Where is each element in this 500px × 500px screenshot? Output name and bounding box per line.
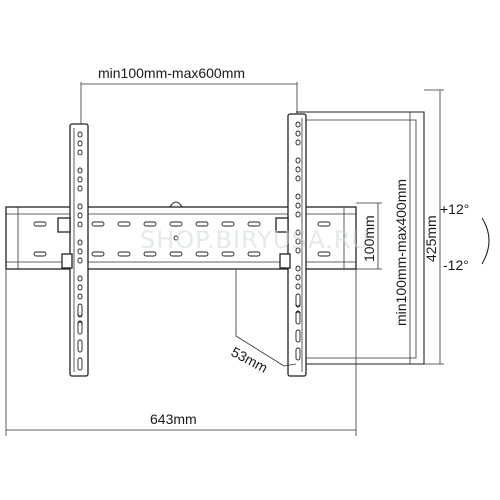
arm-hole (77, 293, 83, 300)
plate-slot (33, 221, 47, 227)
arm-hole (295, 229, 301, 236)
tv-outline (296, 111, 425, 365)
plate-slot (169, 251, 183, 257)
plate-slot (317, 251, 331, 257)
arm-slot (295, 293, 301, 307)
arm-hole (77, 212, 83, 219)
arm-hole (295, 202, 301, 209)
arm-hole (295, 193, 301, 200)
plate-slot (143, 251, 157, 257)
arm-hole (77, 185, 83, 192)
arm-hole (295, 211, 301, 218)
plate-height-label: 100mm (361, 215, 377, 262)
overall-height-label: 425mm (423, 215, 439, 262)
plate-slot (91, 251, 105, 257)
plate-slot (247, 221, 261, 227)
arm-slot (77, 303, 83, 317)
arm-hole (295, 274, 301, 281)
dim-depth: 53mm (229, 269, 297, 376)
tilt-arc-icon (481, 217, 490, 265)
arm-hole (77, 149, 83, 156)
arm-hole (77, 284, 83, 291)
plate-slot (221, 251, 235, 257)
arm-hole (295, 175, 301, 182)
plate-slot (117, 251, 131, 257)
tilt-up-label: +12° (440, 201, 469, 217)
plate-slot (195, 251, 209, 257)
overall-width-label: 643mm (150, 411, 197, 427)
dim-vesa-horizontal: min100mm-max600mm (80, 65, 298, 124)
arm-hole (77, 131, 83, 138)
arm-slot (295, 311, 301, 325)
center-screw-icon (173, 235, 179, 241)
vesa-vertical-label: min100mm-max400mm (393, 179, 409, 326)
arm-hole (295, 247, 301, 254)
arm-hole (77, 176, 83, 183)
arm-hole (295, 130, 301, 137)
left-arm-holes (77, 131, 83, 371)
plate-slot (143, 221, 157, 227)
arm-slot (295, 347, 301, 361)
arm-hole (77, 239, 83, 246)
plate-slot (169, 221, 183, 227)
right-arm-holes (295, 121, 301, 361)
arm-hole (77, 203, 83, 210)
dim-overall-height: 425mm (423, 89, 444, 365)
plate-slot (221, 221, 235, 227)
arm-slot (295, 329, 301, 343)
plate-slot (117, 221, 131, 227)
arm-hole (295, 265, 301, 272)
arm-slot (77, 357, 83, 371)
right-latch-icon (279, 253, 291, 269)
plate-slots (33, 221, 331, 257)
arm-hole (77, 257, 83, 264)
left-latch-icon (61, 253, 73, 269)
dim-plate-height: 100mm (356, 202, 382, 270)
arm-hole (77, 140, 83, 147)
plate-slot (317, 221, 331, 227)
arm-hole (295, 238, 301, 245)
arm-hole (295, 157, 301, 164)
arm-hole (295, 283, 301, 290)
dim-vesa-vertical: min100mm-max400mm (393, 112, 411, 364)
arm-hole (295, 139, 301, 146)
arm-hole (295, 121, 301, 128)
arm-slot (77, 321, 83, 335)
watermark: SHOP.BIRYUSA.RU (140, 226, 370, 254)
top-lock-icon (169, 201, 183, 208)
arm-hole (77, 275, 83, 282)
arm-hole (77, 248, 83, 255)
tilt-indicator: +12° -12° (440, 201, 490, 273)
arm-slot (77, 339, 83, 353)
plate-slot (91, 221, 105, 227)
arm-hole (295, 166, 301, 173)
right-knob-icon (275, 217, 289, 233)
plate-slot (33, 251, 47, 257)
arm-hole (77, 167, 83, 174)
left-arm (57, 123, 89, 377)
plate-slot (247, 251, 261, 257)
arm-hole (77, 221, 83, 228)
left-knob-icon (57, 217, 71, 233)
plate-slot (195, 221, 209, 227)
dim-overall-width: 643mm (5, 269, 357, 436)
vesa-horizontal-label: min100mm-max600mm (98, 65, 245, 81)
tilt-down-label: -12° (443, 257, 469, 273)
depth-label: 53mm (229, 344, 271, 376)
